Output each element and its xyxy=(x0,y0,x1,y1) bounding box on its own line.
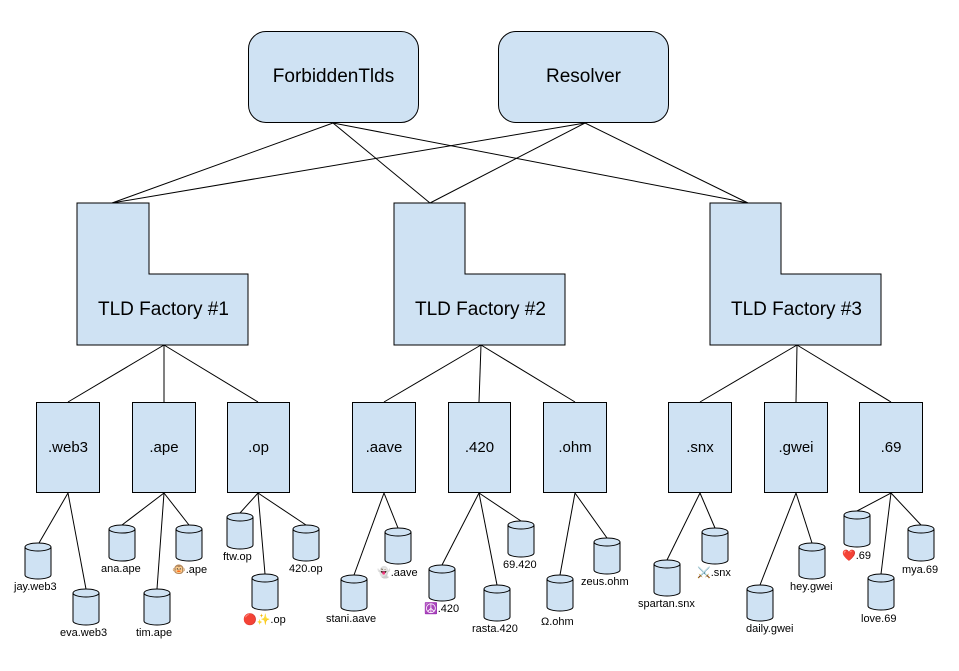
domain-label-eva: eva.web3 xyxy=(60,627,108,639)
domain-label-monkey: 🐵.ape xyxy=(172,564,208,576)
domain-label-mya: mya.69 xyxy=(902,564,939,576)
forbidden-tlds-box: ForbiddenTlds xyxy=(248,31,419,123)
domain-label-daily: daily.gwei xyxy=(746,623,794,635)
cylinder-ftw xyxy=(226,512,254,550)
tld-420: .420 xyxy=(448,402,511,493)
domain-label-stani: stani.aave xyxy=(326,613,377,625)
domain-label-zeus: zeus.ohm xyxy=(581,576,629,588)
tld-gwei: .gwei xyxy=(764,402,828,493)
database-cylinders xyxy=(24,510,935,626)
factory-2-label: TLD Factory #2 xyxy=(415,299,546,320)
connectors xyxy=(38,122,922,590)
cylinder-stani xyxy=(340,574,368,612)
domain-label-69420: 69.420 xyxy=(503,559,537,571)
cylinder-69420 xyxy=(507,520,535,558)
domain-label-swords: ⚔️.snx xyxy=(697,567,731,579)
domain-label-jay: jay.web3 xyxy=(14,581,57,593)
cylinder-tim xyxy=(143,588,171,626)
resolver-box: Resolver xyxy=(498,31,669,123)
cylinder-rasta xyxy=(483,584,511,622)
cylinder-omega xyxy=(546,574,574,612)
cylinder-jay xyxy=(24,542,52,580)
domain-label-ghost: 👻.aave xyxy=(377,567,418,579)
domain-label-spartan: spartan.snx xyxy=(638,598,695,610)
tld-ohm: .ohm xyxy=(543,402,607,493)
cylinder-hey xyxy=(798,542,826,580)
domain-label-ftw: ftw.op xyxy=(223,551,252,563)
cylinder-redstar xyxy=(251,573,279,611)
domain-label-ana: ana.ape xyxy=(101,563,141,575)
domain-label-peace: ☮️.420 xyxy=(424,603,460,615)
domain-label-420op: 420.op xyxy=(289,563,323,575)
factory-1-label: TLD Factory #1 xyxy=(98,299,229,320)
cylinder-spartan xyxy=(653,559,681,597)
cylinder-swords xyxy=(701,527,729,565)
cylinder-monkey xyxy=(175,524,203,562)
domain-label-rasta: rasta.420 xyxy=(472,623,518,635)
cylinder-mya xyxy=(907,524,935,562)
domain-label-heart: ❤️.69 xyxy=(842,550,871,562)
tld-69: .69 xyxy=(859,402,923,493)
cylinder-ana xyxy=(108,524,136,562)
factory-3-label: TLD Factory #3 xyxy=(731,299,862,320)
tld-ape: .ape xyxy=(132,402,196,493)
factory-2-shape xyxy=(393,202,566,346)
cylinder-ghost xyxy=(384,527,412,565)
factory-1-shape xyxy=(76,202,249,346)
cylinder-peace xyxy=(428,564,456,602)
domain-label-omega: Ω.ohm xyxy=(541,616,574,628)
tld-aave: .aave xyxy=(352,402,416,493)
domain-label-tim: tim.ape xyxy=(136,627,173,639)
domain-label-redstar: 🔴✨.op xyxy=(243,614,286,626)
domain-label-hey: hey.gwei xyxy=(790,581,833,593)
cylinder-daily xyxy=(746,584,774,622)
cylinder-eva xyxy=(72,588,100,626)
cylinder-love xyxy=(867,573,895,611)
cylinder-420op xyxy=(292,524,320,562)
tld-snx: .snx xyxy=(668,402,732,493)
tld-web3: .web3 xyxy=(36,402,100,493)
tld-op: .op xyxy=(227,402,290,493)
domain-label-love: love.69 xyxy=(861,613,897,625)
factory-3-shape xyxy=(709,202,882,346)
cylinder-zeus xyxy=(593,537,621,575)
cylinder-heart xyxy=(843,510,871,548)
